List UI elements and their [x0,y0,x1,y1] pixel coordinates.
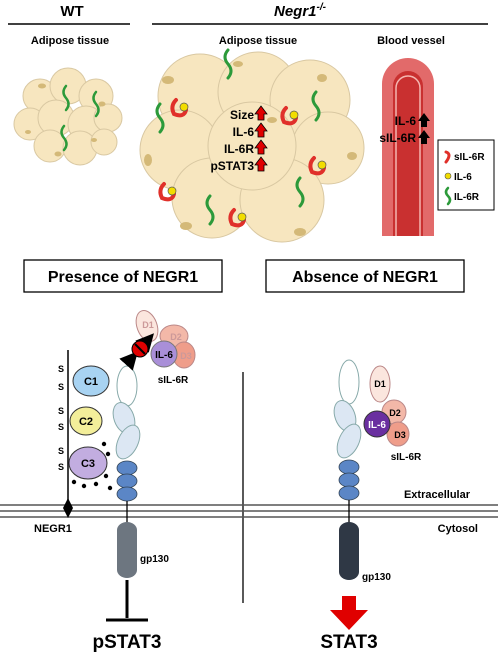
up-arrow-icon [254,122,268,138]
disulfide-s: S [58,406,64,416]
disulfide-s: S [58,462,64,472]
wt-tissue-label: Adipose tissue [31,35,109,47]
glycosylation-dots [71,441,113,491]
wt-adipose-cluster [13,67,123,166]
sil6r-legend-icon [444,150,451,164]
right-outcome-stat3: STAT3 [320,632,377,653]
il6-complex-left: D1 D2 D3 IL-6 sIL-6R [119,310,196,386]
up-arrow-icon [254,139,268,155]
disulfide-s: S [58,364,64,374]
domain-c3 [68,446,108,480]
left-panel-title: Presence of NEGR1 [48,269,198,286]
svg-text:IL-6: IL-6 [155,350,173,361]
sil6r-right-label: sIL-6R [391,452,422,463]
legend-il6: IL-6 [454,172,472,183]
up-arrow-icon [254,105,268,121]
vessel-label: Blood vessel [377,35,445,47]
vessel-change-il6: IL-6 [395,114,417,128]
ko-adipose-cluster: Size IL-6 IL-6R pSTAT3 [139,48,365,243]
disulfide-s: S [58,382,64,392]
svg-text:D3: D3 [394,430,406,440]
up-arrow-icon [418,113,430,127]
vessel-change-sil6r: sIL-6R [379,131,416,145]
svg-text:IL-6: IL-6 [368,420,386,431]
up-arrow-icon [254,156,268,172]
svg-text:D2: D2 [389,408,401,418]
domain-c1 [72,365,110,397]
negr1-protein: C1 C2 C3 S S S S S S NEGR1 [34,350,113,535]
gp130-right-label: gp130 [362,572,391,583]
ko-title: Negr1-/- [274,2,327,20]
ko-tissue-label: Adipose tissue [219,35,297,47]
il6-legend-icon [444,172,452,180]
right-panel-title: Absence of NEGR1 [292,269,438,286]
svg-text:D3: D3 [180,351,192,361]
gpi-anchor-icon [63,498,73,518]
disulfide-s: S [58,446,64,456]
blood-vessel: IL-6 sIL-6R [379,58,434,236]
gp130-left: gp130 [112,365,169,578]
ko-change-il6r: IL-6R [224,142,254,156]
ko-change-pstat3: pSTAT3 [210,159,254,173]
sil6r-left-label: sIL-6R [158,375,189,386]
legend: sIL-6R IL-6 IL-6R [437,139,495,211]
svg-text:C3: C3 [81,458,95,470]
ko-change-il6: IL-6 [233,125,255,139]
wt-title: WT [60,3,83,20]
left-outcome-pstat3: pSTAT3 [93,632,162,653]
disulfide-s: S [58,422,64,432]
domain-c2 [69,406,103,436]
il6r-legend-icon [444,186,452,206]
up-arrow-icon [418,130,430,144]
right-panel-title-box [265,259,465,293]
blocked-icon [131,340,149,358]
legend-il6r: IL-6R [454,192,480,203]
svg-text:D1: D1 [374,379,386,389]
activation-arrow-icon [330,596,368,630]
cytosol-label: Cytosol [438,523,478,535]
svg-text:D1: D1 [142,320,154,330]
left-panel-title-box [23,259,223,293]
extracellular-label: Extracellular [404,489,471,501]
cell-membrane [0,504,498,518]
svg-text:D2: D2 [170,332,182,342]
ko-change-size: Size [230,108,254,122]
svg-text:C2: C2 [79,416,93,428]
gp130-left-label: gp130 [140,554,169,565]
negr1-label: NEGR1 [34,523,72,535]
gp130-right: gp130 [333,359,391,583]
legend-sil6r: sIL-6R [454,152,485,163]
svg-text:C1: C1 [84,376,98,388]
il6-complex-right: D1 D2 D3 IL-6 sIL-6R [363,365,422,463]
inhibition-icon [106,580,148,622]
